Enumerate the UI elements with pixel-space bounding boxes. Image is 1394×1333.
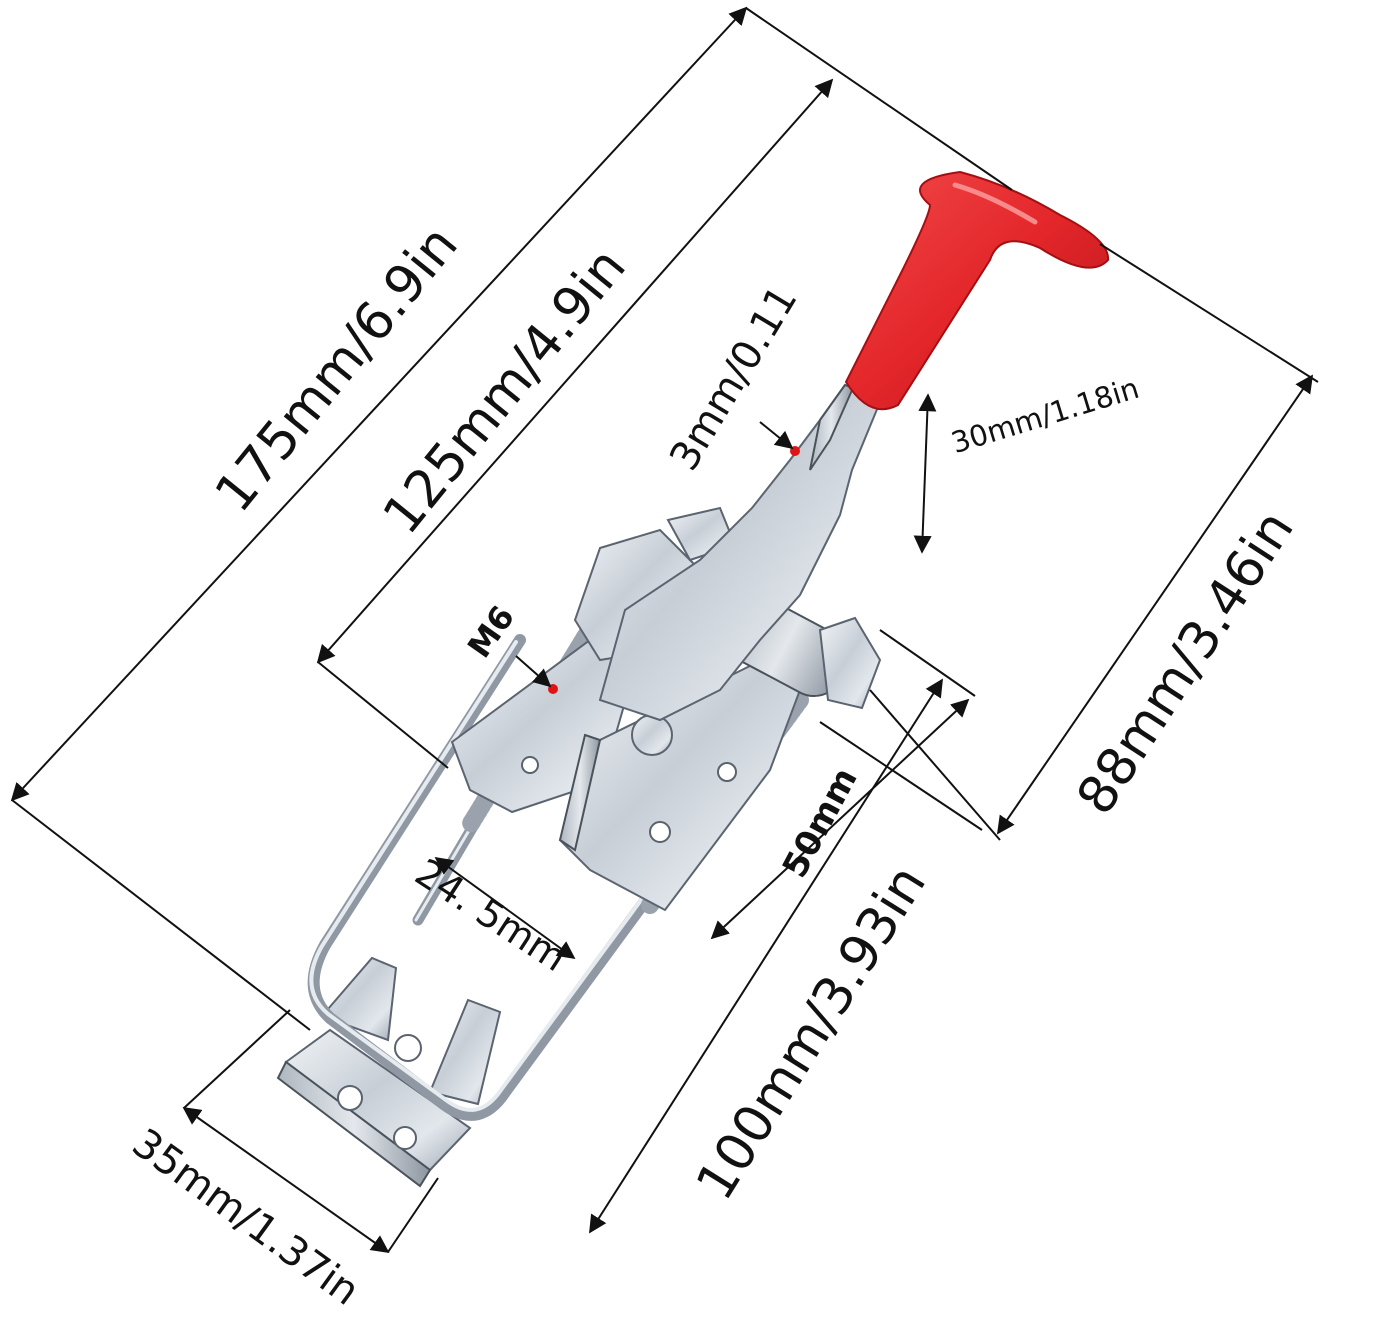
handle-offset-label: 30mm/1.18in	[947, 371, 1143, 460]
height-dimension-line	[996, 374, 1314, 835]
base-width-extension-right	[387, 1177, 439, 1253]
height-extension-top	[1099, 243, 1319, 383]
thickness-label: 3mm/0.11	[661, 278, 806, 478]
loop-width-dimension-line	[434, 856, 576, 960]
loop-width-label: 24. 5mm	[408, 850, 575, 980]
plate-width-extension	[879, 629, 976, 697]
inner-length-extension	[317, 661, 449, 769]
base-width-dimension-line	[182, 1106, 390, 1254]
height-extension-bottom	[869, 689, 1001, 841]
overall-length-extension-top	[745, 7, 1013, 191]
handle-offset-dimension-line	[913, 393, 937, 554]
base-width-extension-left	[183, 1009, 291, 1109]
thickness-arrow	[759, 421, 794, 450]
base-length-extension-top	[819, 721, 983, 831]
handle-grip	[844, 170, 1110, 411]
dimension-lines	[10, 6, 1319, 1254]
base-length-dimension-line	[589, 678, 943, 1234]
overall-length-extension-bottom	[11, 799, 311, 1031]
base-width-label: 35mm/1.37in	[124, 1120, 368, 1315]
height-label: 88mm/3.46in	[1066, 500, 1306, 825]
inner-length-dimension-line	[316, 78, 834, 664]
thread-arrow	[515, 655, 552, 688]
base-length-label: 100mm/3.93in	[685, 855, 938, 1210]
